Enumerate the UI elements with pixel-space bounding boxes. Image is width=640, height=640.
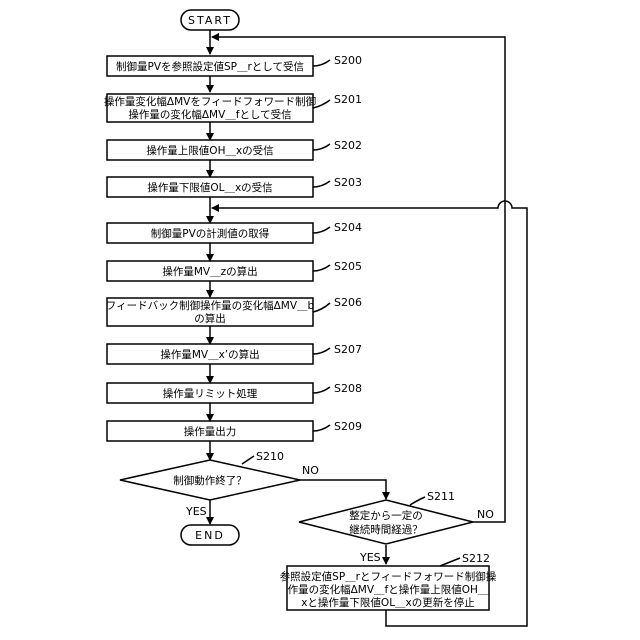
start-label: START: [188, 14, 232, 27]
step-label-s206: S206: [334, 296, 362, 309]
step-text: 作量の変化幅ΔMV＿fと操作量上限値OH＿: [288, 583, 489, 596]
decision-text: 継続時間経過？: [349, 523, 423, 536]
branch-yes-s211: YES: [359, 551, 381, 564]
decision-text: 整定から一定の: [349, 509, 423, 522]
branch-no-s211: NO: [477, 508, 494, 521]
step-text: フィードバック制御操作量の変化幅ΔMV＿b: [106, 299, 315, 312]
step-label-s200: S200: [334, 54, 362, 67]
step-label-s209: S209: [334, 420, 362, 433]
step-label-s212: S212: [462, 552, 490, 565]
step-text: 制御量PVを参照設定値SP＿rとして受信: [116, 60, 304, 73]
step-text: 操作量リミット処理: [163, 387, 258, 400]
step-label-s204: S204: [334, 221, 362, 234]
step-box-s200: 制御量PVを参照設定値SP＿rとして受信: [107, 56, 313, 76]
end-terminal: END: [181, 525, 239, 545]
step-label-s208: S208: [334, 382, 362, 395]
decision-s210: 制御動作終了？ S210 NO YES: [120, 450, 319, 518]
end-label: END: [195, 529, 225, 542]
step-label-s203: S203: [334, 176, 362, 189]
step-label-s207: S207: [334, 343, 362, 356]
step-label-s205: S205: [334, 260, 362, 273]
step-text: 操作量上限値OH＿xの受信: [146, 144, 273, 157]
step-box-s206: フィードバック制御操作量の変化幅ΔMV＿b の算出: [106, 298, 315, 326]
step-text: 操作量MV＿x’の算出: [160, 348, 259, 361]
branch-yes-s210: YES: [185, 505, 207, 518]
step-labels: S200 S201 S202 S203 S204 S205 S206 S207 …: [313, 54, 362, 433]
step-box-s207: 操作量MV＿x’の算出: [107, 344, 313, 364]
step-text: の算出: [194, 312, 226, 325]
step-box-s209: 操作量出力: [107, 421, 313, 441]
step-text: 操作量下限値OL＿xの受信: [147, 181, 272, 194]
step-label-s202: S202: [334, 139, 362, 152]
step-text: 操作量の変化幅ΔMV＿fとして受信: [128, 108, 291, 121]
step-text: xと操作量下限値OL＿xの更新を停止: [301, 596, 475, 609]
step-text: 操作量変化幅ΔMVをフィードフォワード制御: [104, 95, 316, 108]
step-box-s202: 操作量上限値OH＿xの受信: [107, 140, 313, 160]
step-box-s212: 参照設定値SP＿rとフィードフォワード制御操 作量の変化幅ΔMV＿fと操作量上限…: [280, 552, 497, 610]
step-text: 操作量MV＿zの算出: [162, 265, 257, 278]
step-box-s201: 操作量変化幅ΔMVをフィードフォワード制御 操作量の変化幅ΔMV＿fとして受信: [104, 94, 316, 122]
decision-label-s210: S210: [256, 450, 284, 463]
step-box-s205: 操作量MV＿zの算出: [107, 261, 313, 281]
decision-label-s211: S211: [427, 490, 455, 503]
step-text: 参照設定値SP＿rとフィードフォワード制御操: [280, 570, 497, 583]
step-text: 操作量出力: [184, 425, 237, 438]
branch-no-s210: NO: [302, 464, 319, 477]
step-box-s203: 操作量下限値OL＿xの受信: [107, 177, 313, 197]
step-box-s204: 制御量PVの計測値の取得: [107, 223, 313, 243]
step-text: 制御量PVの計測値の取得: [151, 227, 270, 240]
start-terminal: START: [181, 10, 239, 30]
step-box-s208: 操作量リミット処理: [107, 383, 313, 403]
decision-text: 制御動作終了？: [173, 474, 247, 487]
step-label-s201: S201: [334, 93, 362, 106]
